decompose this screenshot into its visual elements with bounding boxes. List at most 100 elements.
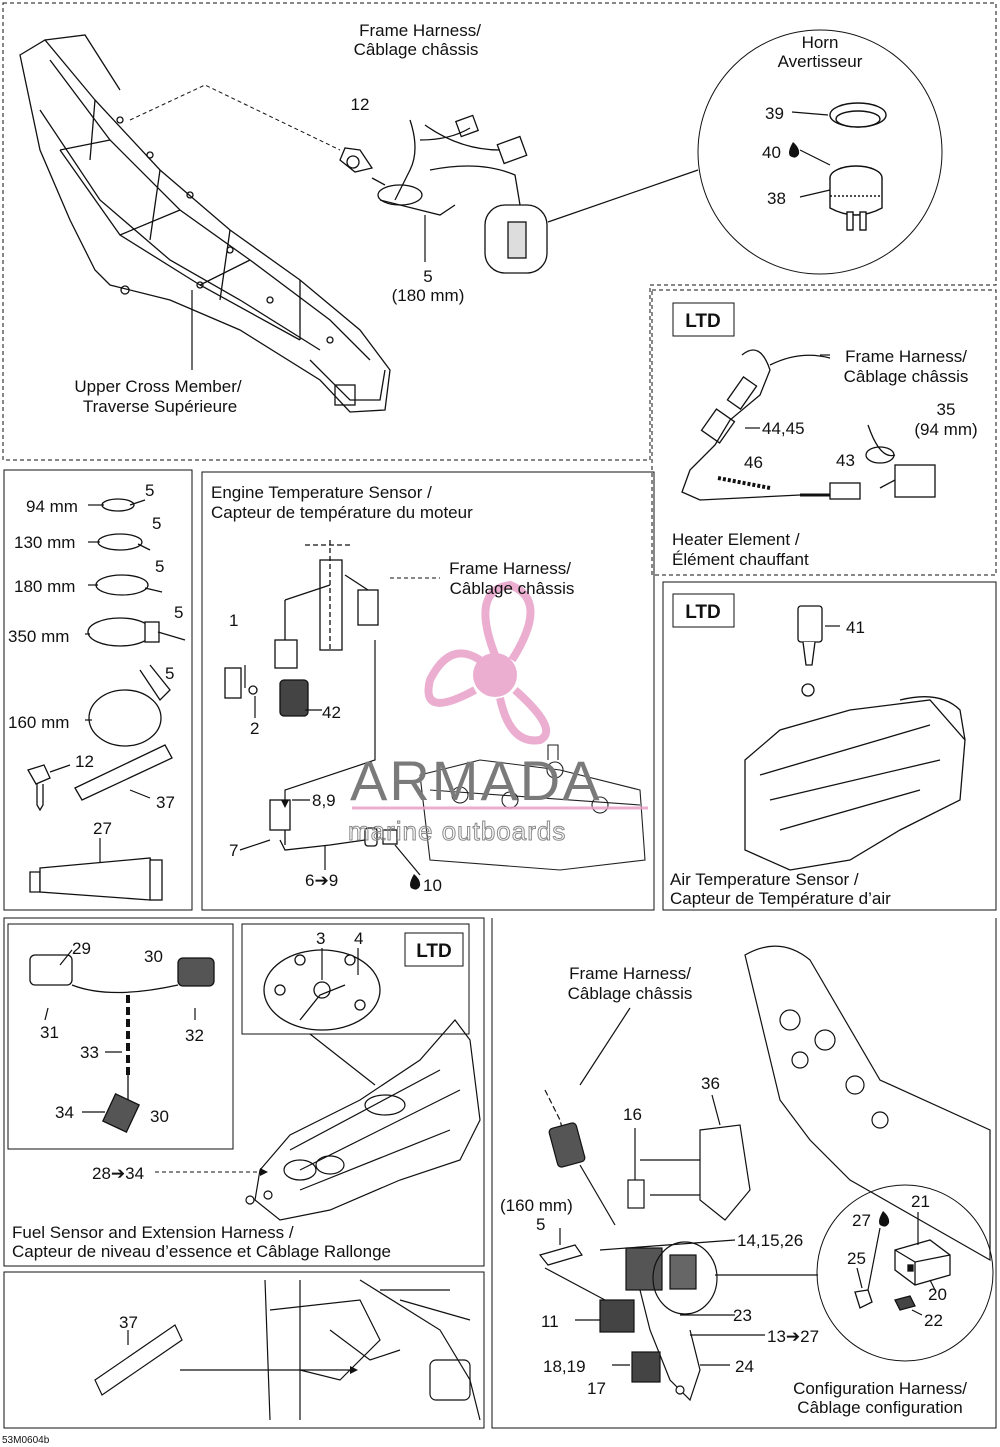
part-32-label: 32 <box>185 1026 204 1045</box>
part-27-ties-label: 27 <box>93 819 112 838</box>
part-46-label: 46 <box>744 453 763 472</box>
part-4445-label: 44,45 <box>762 419 805 438</box>
horn-detail-circle <box>697 29 943 275</box>
part-2834-label: 28➔34 <box>92 1164 144 1183</box>
part-30b-label: 30 <box>150 1107 169 1126</box>
config-drawing <box>538 945 991 1402</box>
panel-air <box>662 581 997 911</box>
part-10-label: 10 <box>423 876 442 895</box>
fuel-title-fr: Capteur de niveau d’essence et Câblage R… <box>12 1242 391 1261</box>
part-27-config-label: 27 <box>852 1211 871 1230</box>
tie-160-num: 5 <box>165 664 174 683</box>
part-43-label: 43 <box>836 451 855 470</box>
bottom-drawing <box>94 1279 481 1421</box>
part-141526-label: 14,15,26 <box>737 1231 803 1250</box>
part-12-screw-label: 12 <box>75 752 94 771</box>
part-22-label: 22 <box>924 1311 943 1330</box>
oil-drop-icon-config <box>879 1211 890 1227</box>
part-5-config-length: (160 mm) <box>500 1196 573 1215</box>
ltd-badge-air <box>672 593 735 628</box>
heater-drawing <box>681 349 936 501</box>
frame-title-en: Frame Harness/ <box>359 21 481 40</box>
config-detail-circle <box>816 1184 994 1362</box>
part-12-label: 12 <box>351 95 370 114</box>
oil-drop-icon-engine <box>410 874 421 890</box>
panel-ties <box>3 469 193 911</box>
part-42-label: 42 <box>322 703 341 722</box>
horn-parts <box>829 102 887 231</box>
oil-drop-icon <box>789 142 800 158</box>
cable-ties <box>27 498 186 901</box>
fuel-harness-drawing <box>29 954 215 1133</box>
panel-fuel-sender <box>241 923 470 1035</box>
part-3-label: 3 <box>316 929 325 948</box>
part-69-label: 6➔9 <box>305 871 338 890</box>
engine-temp-drawing <box>224 540 398 851</box>
part-5-length: (180 mm) <box>392 286 465 305</box>
engine-block-drawing <box>419 744 646 871</box>
tie-350-len: 350 mm <box>8 627 69 646</box>
config-detail-parts <box>854 1239 951 1311</box>
panel-fuel <box>3 917 485 1267</box>
part-23-label: 23 <box>733 1306 752 1325</box>
tie-180-num: 5 <box>155 557 164 576</box>
fuel-tank-drawing <box>245 1019 481 1221</box>
part-31-label: 31 <box>40 1023 59 1042</box>
armada-logo <box>352 580 648 810</box>
part-38-label: 38 <box>767 189 786 208</box>
part-17-label: 17 <box>587 1379 606 1398</box>
engine-title-fr: Capteur de température du moteur <box>211 503 473 522</box>
tie-130-len: 130 mm <box>14 533 75 552</box>
armada-sub-text: marine outboards <box>348 816 566 846</box>
config-title-fr: Câblage configuration <box>797 1398 962 1417</box>
part-1327-label: 13➔27 <box>767 1327 819 1346</box>
part-35-length: (94 mm) <box>914 420 977 439</box>
ltd-air-text: LTD <box>685 602 721 623</box>
part-39-label: 39 <box>765 104 784 123</box>
part-11-label: 11 <box>541 1312 559 1331</box>
part-33-label: 33 <box>80 1043 99 1062</box>
tie-180-len: 180 mm <box>14 577 75 596</box>
heater-title-fr: Élément chauffant <box>672 550 809 569</box>
part-30a-label: 30 <box>144 947 163 966</box>
part-34-label: 34 <box>55 1103 74 1122</box>
engine-harness-en: Frame Harness/ <box>449 559 571 578</box>
horn-title-fr: Avertisseur <box>778 52 863 71</box>
tie-160-len: 160 mm <box>8 713 69 732</box>
air-box-drawing <box>744 605 966 871</box>
part-20-label: 20 <box>928 1285 947 1304</box>
tie-94-len: 94 mm <box>26 497 78 516</box>
ltd-heater-text: LTD <box>685 311 721 332</box>
ltd-badge-heater <box>672 302 735 337</box>
tie-130-num: 5 <box>152 514 161 533</box>
reference-code: 53M0604b <box>2 1435 50 1446</box>
part-41-label: 41 <box>846 618 865 637</box>
part-7-label: 7 <box>229 841 238 860</box>
ltd-fuel-text: LTD <box>416 941 452 962</box>
heater-harness-fr: Câblage châssis <box>844 367 969 386</box>
config-harness-en: Frame Harness/ <box>569 964 691 983</box>
part-89-label: 8,9 <box>312 791 336 810</box>
part-37-bottom-label: 37 <box>119 1313 138 1332</box>
part-4-label: 4 <box>354 929 363 948</box>
frame-title-fr: Câblage châssis <box>354 40 479 59</box>
part-36-label: 36 <box>701 1074 720 1093</box>
part-24-label: 24 <box>735 1357 754 1376</box>
part-40-label: 40 <box>762 143 781 162</box>
part-35-label: 35 <box>937 400 956 419</box>
cross-member-fr: Traverse Supérieure <box>83 397 237 416</box>
frame-drawing <box>19 34 391 413</box>
config-harness-fr: Câblage châssis <box>568 984 693 1003</box>
part-1819-label: 18,19 <box>543 1357 586 1376</box>
part-5-config-label: 5 <box>536 1215 545 1234</box>
tie-94-num: 5 <box>145 481 154 500</box>
cross-member-en: Upper Cross Member/ <box>74 377 241 396</box>
config-title-en: Configuration Harness/ <box>793 1379 967 1398</box>
part-16-label: 16 <box>623 1105 642 1124</box>
panel-engine <box>201 471 655 911</box>
air-title-en: Air Temperature Sensor / <box>670 870 859 889</box>
part-1-label: 1 <box>229 611 238 630</box>
heater-title-en: Heater Element / <box>672 530 800 549</box>
horn-title-en: Horn <box>802 33 839 52</box>
